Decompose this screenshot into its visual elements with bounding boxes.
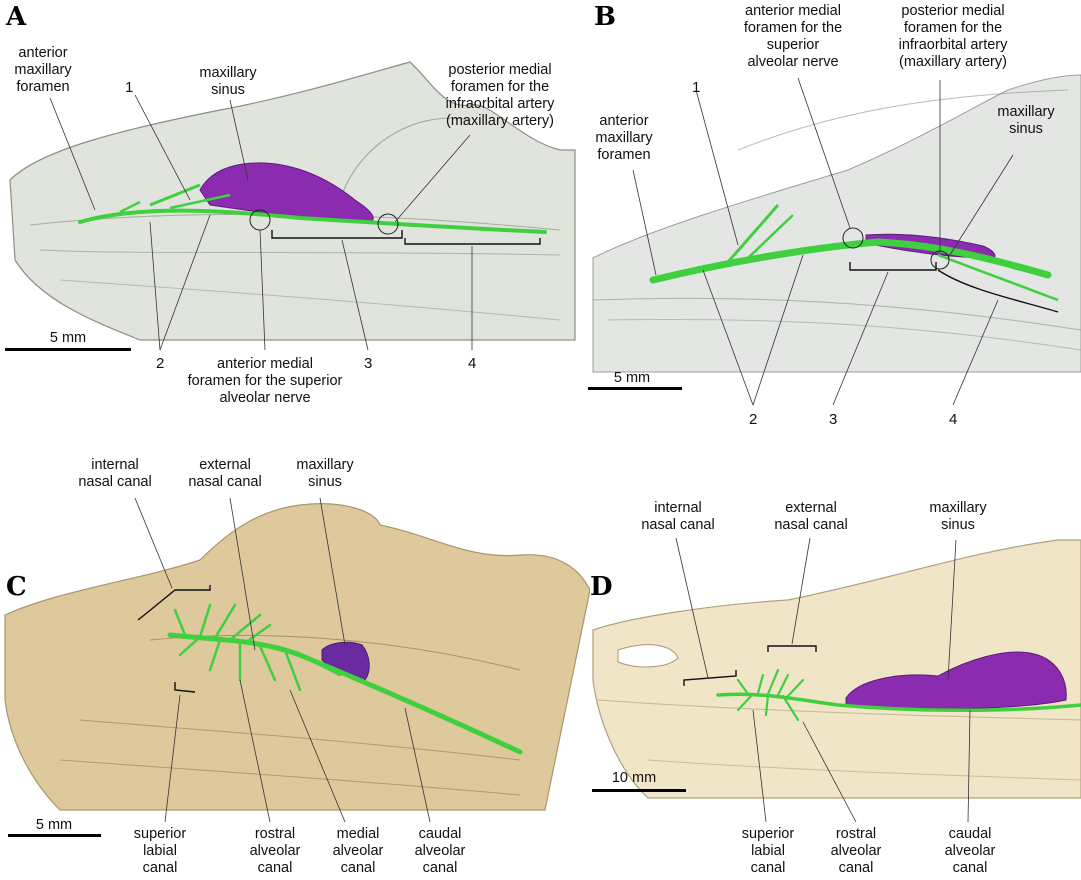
label-c-rostral-alveolar-canal: rostral alveolar canal [249, 826, 301, 876]
panel-b: B anterior medial foramen for the superi… [588, 0, 1081, 440]
scale-label-c: 5 mm [35, 817, 73, 833]
label-c-maxillary-sinus: maxillary sinus [296, 457, 354, 490]
label-b-posterior-medial-foramen: posterior medial foramen for the infraor… [898, 3, 1008, 70]
label-c-internal-nasal-canal: internal nasal canal [78, 457, 152, 490]
label-d-superior-labial-canal: superior labial canal [741, 826, 795, 876]
label-c-medial-alveolar-canal: medial alveolar canal [332, 826, 384, 876]
label-b-maxillary-sinus: maxillary sinus [997, 104, 1055, 137]
panel-a-illustration [9, 61, 576, 351]
panel-b-skull [592, 74, 1081, 373]
label-c-superior-labial-canal: superior labial canal [133, 826, 187, 876]
scale-bar-b [588, 387, 682, 390]
number-a-1: 1 [125, 79, 134, 96]
scale-label-b: 5 mm [613, 370, 651, 386]
number-b-3: 3 [829, 411, 838, 428]
label-d-rostral-alveolar-canal: rostral alveolar canal [830, 826, 882, 876]
label-b-anterior-maxillary-foramen: anterior maxillary foramen [595, 113, 653, 163]
number-a-3: 3 [364, 355, 373, 372]
number-a-4: 4 [468, 355, 477, 372]
panel-a: A anterior maxillary foramen maxillary s… [0, 0, 590, 420]
panel-c-skull [4, 503, 590, 811]
panel-d-illustration [592, 537, 1081, 823]
panel-letter-a: A [6, 2, 27, 32]
panel-letter-c: C [6, 572, 27, 602]
panel-d-nerve [716, 692, 1081, 712]
label-c-caudal-alveolar-canal: caudal alveolar canal [414, 826, 466, 876]
label-d-internal-nasal-canal: internal nasal canal [641, 500, 715, 533]
panel-letter-b: B [594, 2, 616, 32]
panel-b-nerve [649, 238, 1052, 284]
number-b-1: 1 [692, 79, 701, 96]
label-d-caudal-alveolar-canal: caudal alveolar canal [944, 826, 996, 876]
panel-d-skull [592, 539, 1081, 799]
label-c-external-nasal-canal: external nasal canal [188, 457, 262, 490]
panel-letter-d: D [590, 572, 613, 602]
number-b-4: 4 [949, 411, 958, 428]
label-d-external-nasal-canal: external nasal canal [774, 500, 848, 533]
label-a-posterior-medial-foramen: posterior medial foramen for the infraor… [445, 62, 555, 129]
label-a-anterior-maxillary-foramen: anterior maxillary foramen [14, 45, 72, 95]
scale-bar-c [8, 834, 101, 837]
number-b-2: 2 [749, 411, 758, 428]
panel-b-illustration [592, 74, 1081, 406]
panel-c-illustration [4, 497, 590, 823]
label-a-anterior-medial-foramen: anterior medial foramen for the superior… [187, 356, 343, 406]
panel-d: D internal nasal canal external nasal ca… [588, 440, 1081, 880]
scale-label-d: 10 mm [611, 770, 657, 786]
label-a-maxillary-sinus: maxillary sinus [199, 65, 257, 98]
scale-bar-d [592, 789, 686, 792]
scale-label-a: 5 mm [49, 330, 87, 346]
panel-c: C internal nasal canal external nasal ca… [0, 440, 590, 880]
number-a-2: 2 [156, 355, 165, 372]
scale-bar-a [5, 348, 131, 351]
panel-a-nerve [78, 208, 547, 234]
label-d-maxillary-sinus: maxillary sinus [929, 500, 987, 533]
label-b-anterior-medial-foramen: anterior medial foramen for the superior… [743, 3, 843, 70]
